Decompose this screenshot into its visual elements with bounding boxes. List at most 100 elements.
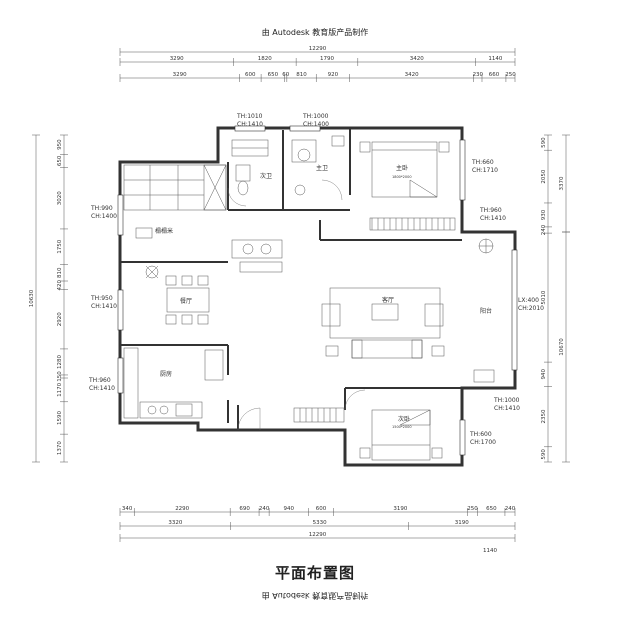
- dim-top-row2-label: 230: [473, 72, 484, 78]
- dim-top-row1-label: 1820: [258, 56, 272, 62]
- dim-right-outer-label: 2050: [541, 169, 547, 183]
- room-label-tatami: 榻榻米: [155, 227, 173, 235]
- dim-bottom-row1-label: 240: [259, 506, 270, 512]
- dim-bottom-row2-label: 3190: [455, 520, 469, 526]
- dim-bottom-row2-label: 5330: [313, 520, 327, 526]
- door-swings: [227, 179, 366, 431]
- dim-top-row2-label: 60: [282, 72, 289, 78]
- dim-top-row2-label: 810: [296, 72, 307, 78]
- op2-th: TH:1000: [302, 113, 329, 120]
- kitchen-fixtures: [123, 347, 224, 419]
- dim-bottom-right-label: 1140: [483, 548, 497, 554]
- dim-top-row1-label: 3290: [170, 56, 184, 62]
- drawing-title: 平面布置图: [274, 564, 355, 582]
- dim-left-outer-label: 1280: [57, 354, 63, 368]
- room-label-master-bedroom: 主卧: [396, 164, 408, 172]
- window-master: [459, 139, 466, 201]
- dimension-lines: [32, 48, 570, 542]
- master-bedroom-furniture: [359, 141, 456, 231]
- window-kitchen: [117, 357, 124, 394]
- dim-right-outer-label: 240: [541, 224, 547, 235]
- op2-ch: CH:1400: [303, 121, 329, 128]
- dim-bottom-row2-label: 3320: [168, 520, 182, 526]
- dining-furniture: [145, 265, 210, 325]
- op4-ch: CH:1400: [91, 213, 117, 220]
- window-balcony: [511, 249, 518, 371]
- dim-bottom-total-label: 12290: [309, 532, 327, 538]
- header-title: 由 Autodesk 教育版产品制作: [261, 28, 369, 37]
- dim-bottom-row1-label: 3190: [393, 506, 407, 512]
- op8-th: TH:960: [88, 377, 111, 384]
- op6-ch: CH:1410: [91, 303, 117, 310]
- op9-ch: CH:1410: [494, 405, 520, 412]
- op7-lx: LX:400: [518, 297, 539, 304]
- dim-bottom-row1-label: 2290: [175, 506, 189, 512]
- dim-right-outer-label: 590: [541, 449, 547, 460]
- living-furniture: [321, 287, 445, 359]
- footer-mirror-text: 由 Autodesk 教育版产品制作: [261, 591, 369, 600]
- dim-left-outer-label: 1750: [57, 239, 63, 253]
- dim-top-row2-label: 3420: [405, 72, 419, 78]
- dim-left-outer-label: 650: [57, 155, 63, 166]
- dim-left-outer-label: 810: [57, 267, 63, 278]
- dim-bottom-row1-label: 690: [239, 506, 250, 512]
- op10-ch: CH:1700: [470, 439, 496, 446]
- second-bath-fixtures: [231, 139, 283, 273]
- dim-right-outer-label: 590: [541, 137, 547, 148]
- dim-left-outer-label: 420: [57, 280, 63, 291]
- op7-ch: CH:2010: [518, 305, 544, 312]
- op1-th: TH:1010: [236, 113, 263, 120]
- dim-top-row2-label: 650: [268, 72, 279, 78]
- outer-wall: [118, 126, 517, 467]
- dim-top-row2-label: 250: [505, 72, 516, 78]
- dim-bottom-row1-label: 250: [467, 506, 478, 512]
- walls: [118, 126, 517, 467]
- second-bed-size: 1500*2000: [392, 425, 412, 429]
- dim-top-row1-label: 3420: [410, 56, 424, 62]
- dim-top-row2-label: 3290: [173, 72, 187, 78]
- dim-top-row2-label: 660: [489, 72, 500, 78]
- op4-th: TH:990: [90, 205, 113, 212]
- room-label-second-bath: 次卫: [260, 172, 272, 180]
- windows: [117, 125, 518, 456]
- dim-top-row2-label: 920: [328, 72, 339, 78]
- dim-left-outer-label: 3020: [57, 191, 63, 205]
- dim-right-total-label: 10670: [559, 338, 565, 356]
- room-label-living: 客厅: [382, 296, 394, 304]
- dim-bottom-row1-label: 650: [486, 506, 497, 512]
- dim-right-mid-label: 3370: [559, 176, 565, 190]
- dim-top-row2-label: 600: [245, 72, 256, 78]
- master-bed-size: 1800*2000: [392, 175, 412, 179]
- tatami-platform: [123, 164, 227, 239]
- window-bath-1: [234, 125, 266, 132]
- dim-bottom-row1-label: 600: [316, 506, 327, 512]
- op5-th: TH:960: [479, 207, 502, 214]
- interior-walls: [120, 128, 462, 430]
- op8-ch: CH:1410: [89, 385, 115, 392]
- dim-left-outer-label: 1170: [57, 382, 63, 396]
- op3-th: TH:660: [471, 159, 494, 166]
- op3-ch: CH:1710: [472, 167, 498, 174]
- second-bedroom-furniture: [293, 407, 443, 461]
- dim-right-outer-label: 930: [541, 209, 547, 220]
- balcony-fixtures: [473, 238, 495, 383]
- window-bath-2: [289, 125, 321, 132]
- dim-left-outer-label: 1370: [57, 441, 63, 455]
- room-label-balcony: 阳台: [480, 307, 492, 315]
- dim-right-outer-label: 5010: [541, 290, 547, 304]
- opening-annotations: TH:1010 CH:1410 TH:1000 CH:1400 TH:660 C…: [88, 113, 544, 446]
- room-label-kitchen: 厨房: [160, 370, 172, 378]
- op6-th: TH:950: [90, 295, 113, 302]
- op1-ch: CH:1410: [237, 121, 263, 128]
- room-label-master-bath: 主卫: [316, 164, 328, 172]
- window-tatami: [117, 194, 124, 236]
- dim-bottom-row1-label: 340: [122, 506, 133, 512]
- op10-th: TH:600: [469, 431, 492, 438]
- dim-top-row1-label: 1790: [320, 56, 334, 62]
- op5-ch: CH:1410: [480, 215, 506, 222]
- dim-right-outer-label: 940: [541, 368, 547, 379]
- room-label-second-bedroom: 次卧: [398, 415, 410, 423]
- dim-right-outer-label: 2350: [541, 409, 547, 423]
